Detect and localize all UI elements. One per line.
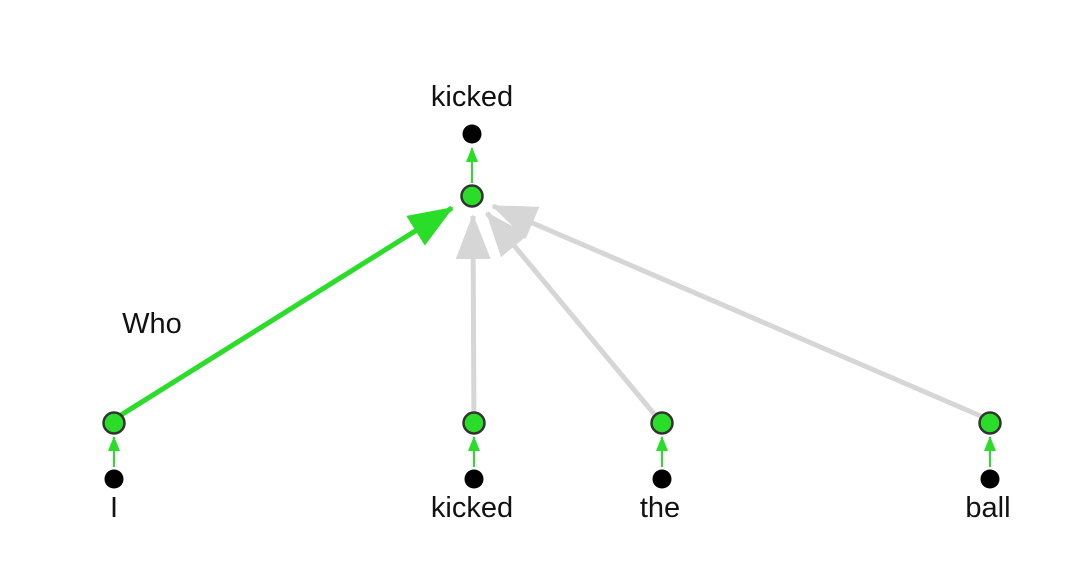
token-kicked-label: kicked [431, 492, 513, 524]
token-ball-node [978, 411, 1002, 435]
edge-the-to-hub [485, 211, 657, 417]
nodes [102, 124, 1002, 489]
edge-who-label: Who [122, 308, 182, 340]
token-i-node [102, 411, 126, 435]
token-the-dot [652, 469, 672, 489]
embedding-arrows [108, 147, 996, 467]
token-the-label: the [640, 492, 680, 524]
gray-edges [455, 203, 984, 435]
token-the-node [650, 411, 674, 435]
edge-ball-to-hub [491, 203, 984, 420]
token-kicked-dot [464, 469, 484, 489]
output-word-dot [462, 124, 482, 144]
output-word-label: kicked [431, 81, 513, 113]
edge-kicked-to-hub [455, 214, 491, 435]
token-ball-dot [980, 469, 1000, 489]
edge-i-to-hub-highlight [119, 205, 454, 418]
output-hub-node [460, 184, 484, 208]
labels: kicked Who I kicked the ball [110, 81, 1011, 524]
token-i-label: I [110, 492, 118, 524]
token-ball-label: ball [965, 492, 1010, 524]
token-i-dot [104, 469, 124, 489]
token-kicked-node [462, 411, 486, 435]
